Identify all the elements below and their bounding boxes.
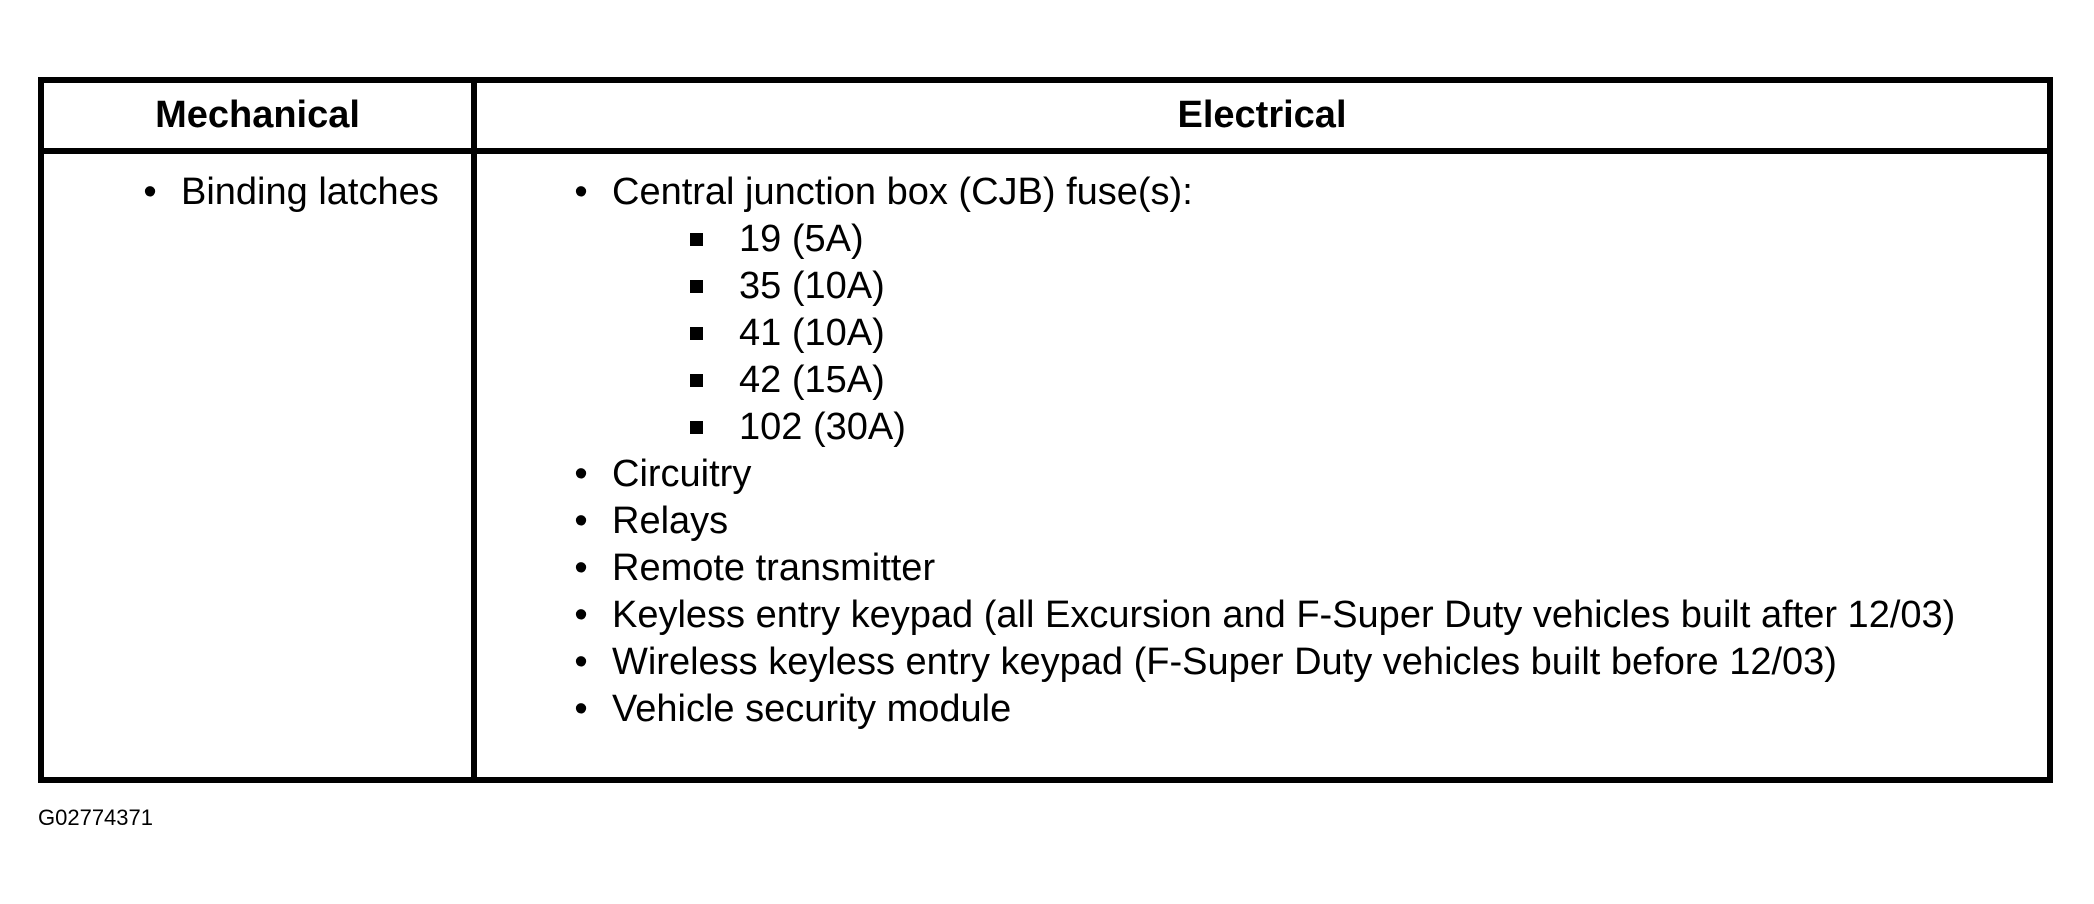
- sub-list-item: 19 (5A): [690, 216, 2032, 263]
- list-item-text: Binding latches: [181, 171, 439, 213]
- list-item-text: Relays: [612, 500, 729, 542]
- list-item: • Wireless keyless entry keypad (F-Super…: [574, 639, 2032, 686]
- list-item: • Central junction box (CJB) fuse(s): 19…: [574, 169, 2032, 451]
- bullet-icon: •: [143, 171, 157, 213]
- list-item: • Binding latches: [143, 169, 441, 216]
- header-mechanical: Mechanical: [155, 94, 360, 136]
- square-bullet-icon: [690, 327, 703, 340]
- square-bullet-icon: [690, 421, 703, 434]
- column-divider: [471, 83, 477, 777]
- list-item-text: Wireless keyless entry keypad (F-Super D…: [612, 641, 1837, 683]
- list-item: • Keyless entry keypad (all Excursion an…: [574, 592, 2032, 639]
- sub-list-item-text: 41 (10A): [739, 312, 885, 354]
- sub-list-item-text: 35 (10A): [739, 265, 885, 307]
- sub-list-item-text: 102 (30A): [739, 406, 906, 448]
- sub-list-item-text: 42 (15A): [739, 359, 885, 401]
- list-item: • Vehicle security module: [574, 686, 2032, 733]
- square-bullet-icon: [690, 233, 703, 246]
- list-item: • Remote transmitter: [574, 545, 2032, 592]
- bullet-icon: •: [574, 641, 588, 683]
- sub-list-item: 102 (30A): [690, 404, 2032, 451]
- bullet-icon: •: [574, 171, 588, 213]
- list-item: • Circuitry: [574, 451, 2032, 498]
- sub-list-item: 35 (10A): [690, 263, 2032, 310]
- sub-list-item: 41 (10A): [690, 310, 2032, 357]
- list-item-text: Keyless entry keypad (all Excursion and …: [612, 594, 1956, 636]
- bullet-icon: •: [574, 688, 588, 730]
- bullet-icon: •: [574, 500, 588, 542]
- figure-id: G02774371: [38, 805, 153, 830]
- square-bullet-icon: [690, 374, 703, 387]
- list-item-text: Vehicle security module: [612, 688, 1012, 730]
- bullet-icon: •: [574, 594, 588, 636]
- mechanical-list: • Binding latches: [143, 169, 441, 216]
- sub-list-item: 42 (15A): [690, 357, 2032, 404]
- table-header-row: Mechanical Electrical: [44, 83, 2047, 154]
- list-item-text: Circuitry: [612, 453, 752, 495]
- electrical-list: • Central junction box (CJB) fuse(s): 19…: [574, 169, 2032, 733]
- sub-list-item-text: 19 (5A): [739, 218, 864, 260]
- square-bullet-icon: [690, 280, 703, 293]
- list-item: • Relays: [574, 498, 2032, 545]
- list-item-text: Remote transmitter: [612, 547, 936, 589]
- diagnosis-table: Mechanical Electrical • Binding latches …: [38, 77, 2053, 783]
- list-item-text: Central junction box (CJB) fuse(s):: [612, 171, 1193, 213]
- fuse-sublist: 19 (5A) 35 (10A) 41 (10A) 42 (15A) 102 (…: [612, 216, 2032, 451]
- bullet-icon: •: [574, 547, 588, 589]
- bullet-icon: •: [574, 453, 588, 495]
- header-electrical: Electrical: [1177, 94, 1347, 136]
